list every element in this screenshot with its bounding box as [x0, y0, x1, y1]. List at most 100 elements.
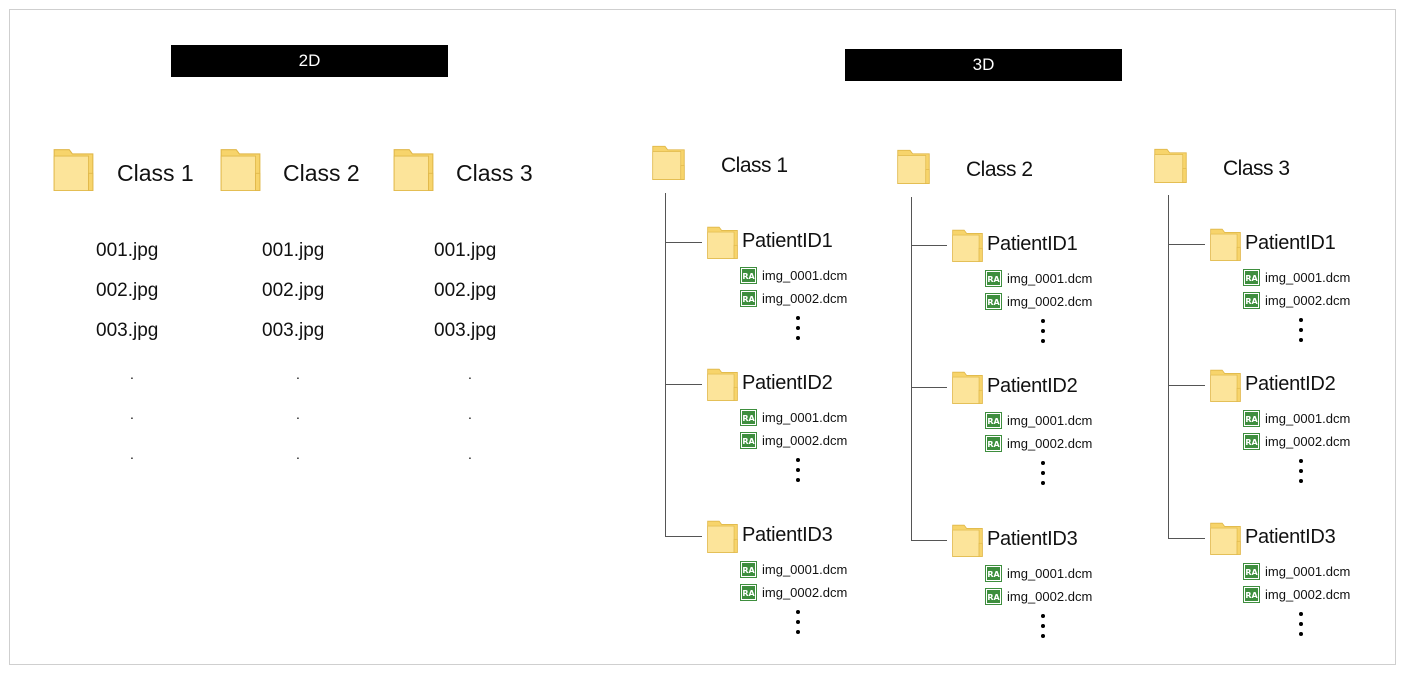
dicom-file-icon: RA: [740, 409, 757, 426]
tree-branch: [1168, 385, 1205, 386]
folder-icon[interactable]: [52, 144, 95, 194]
dicom-file-icon: RA: [1243, 269, 1260, 286]
folder-icon[interactable]: [1209, 365, 1242, 405]
svg-text:RA: RA: [1245, 274, 1258, 283]
dicom-file-name: img_0002.dcm: [1265, 434, 1351, 449]
folder-icon[interactable]: [392, 144, 435, 194]
dicom-file-icon: RA: [740, 584, 757, 601]
folder-icon[interactable]: [219, 144, 262, 194]
dicom-file-name: img_0001.dcm: [762, 268, 848, 283]
class-label: Class 1: [721, 154, 788, 177]
tree-branch: [665, 384, 702, 385]
file-name[interactable]: 003.jpg: [96, 320, 159, 341]
patient-label: PatientID2: [1245, 373, 1336, 395]
dicom-file-name: img_0001.dcm: [762, 562, 848, 577]
header-2d: 2D: [171, 45, 448, 77]
tree-branch: [665, 242, 702, 243]
patient-label: PatientID2: [987, 375, 1078, 397]
file-name[interactable]: 002.jpg: [96, 280, 159, 301]
dicom-file-name: img_0002.dcm: [762, 585, 848, 600]
svg-text:RA: RA: [742, 566, 755, 575]
header-3d: 3D: [845, 49, 1122, 81]
svg-text:RA: RA: [1245, 415, 1258, 424]
folder-icon[interactable]: [706, 516, 739, 556]
tree-branch: [665, 536, 702, 537]
folder-icon[interactable]: [1209, 518, 1242, 558]
dicom-file-icon: RA: [985, 588, 1002, 605]
dicom-file-icon: RA: [985, 270, 1002, 287]
dicom-file-icon: RA: [985, 565, 1002, 582]
dicom-file-icon: RA: [985, 435, 1002, 452]
folder-icon[interactable]: [951, 367, 984, 407]
svg-text:RA: RA: [1245, 568, 1258, 577]
folder-icon[interactable]: [651, 141, 686, 183]
dicom-file-icon: RA: [1243, 410, 1260, 427]
vertical-ellipsis: [796, 610, 800, 640]
dicom-file-name: img_0001.dcm: [1265, 270, 1351, 285]
svg-text:RA: RA: [987, 298, 1000, 307]
dicom-file-icon: RA: [985, 293, 1002, 310]
ellipsis-dot: .: [130, 446, 134, 462]
patient-label: PatientID3: [742, 524, 833, 546]
dicom-file-icon: RA: [1243, 433, 1260, 450]
patient-label: PatientID1: [987, 233, 1078, 255]
patient-label: PatientID3: [1245, 526, 1336, 548]
dicom-file-icon: RA: [1243, 563, 1260, 580]
dicom-file-name: img_0001.dcm: [1265, 564, 1351, 579]
dicom-file-name: img_0001.dcm: [762, 410, 848, 425]
dicom-file-name: img_0001.dcm: [1265, 411, 1351, 426]
dicom-file-icon: RA: [740, 432, 757, 449]
dicom-file-icon: RA: [740, 561, 757, 578]
vertical-ellipsis: [1041, 461, 1045, 491]
folder-icon[interactable]: [896, 145, 931, 187]
dicom-file-name: img_0002.dcm: [762, 433, 848, 448]
dicom-file-name: img_0001.dcm: [1007, 271, 1093, 286]
svg-text:RA: RA: [1245, 591, 1258, 600]
file-name[interactable]: 002.jpg: [262, 280, 325, 301]
ellipsis-dot: .: [468, 406, 472, 422]
dicom-file-icon: RA: [1243, 586, 1260, 603]
ellipsis-dot: .: [468, 446, 472, 462]
svg-text:RA: RA: [987, 275, 1000, 284]
file-name[interactable]: 003.jpg: [262, 320, 325, 341]
ellipsis-dot: .: [296, 446, 300, 462]
class-label: Class 3: [456, 160, 533, 186]
file-name[interactable]: 001.jpg: [434, 240, 497, 261]
patient-label: PatientID1: [742, 230, 833, 252]
class-label: Class 1: [117, 160, 194, 186]
folder-icon[interactable]: [951, 225, 984, 265]
ellipsis-dot: .: [468, 366, 472, 382]
tree-connector: [911, 197, 912, 540]
dicom-file-name: img_0002.dcm: [1007, 294, 1093, 309]
file-name[interactable]: 001.jpg: [262, 240, 325, 261]
folder-icon[interactable]: [951, 520, 984, 560]
file-name[interactable]: 002.jpg: [434, 280, 497, 301]
folder-icon[interactable]: [706, 364, 739, 404]
file-name[interactable]: 001.jpg: [96, 240, 159, 261]
svg-text:RA: RA: [987, 570, 1000, 579]
dicom-file-icon: RA: [985, 412, 1002, 429]
svg-text:RA: RA: [1245, 438, 1258, 447]
patient-label: PatientID1: [1245, 232, 1336, 254]
tree-branch: [911, 245, 947, 246]
folder-icon[interactable]: [1209, 224, 1242, 264]
dicom-file-icon: RA: [740, 290, 757, 307]
dicom-file-icon: RA: [740, 267, 757, 284]
class-label: Class 2: [966, 158, 1033, 181]
svg-text:RA: RA: [742, 272, 755, 281]
vertical-ellipsis: [1041, 319, 1045, 349]
vertical-ellipsis: [796, 458, 800, 488]
file-name[interactable]: 003.jpg: [434, 320, 497, 341]
folder-icon[interactable]: [1153, 144, 1188, 186]
tree-branch: [1168, 244, 1205, 245]
ellipsis-dot: .: [296, 406, 300, 422]
patient-label: PatientID3: [987, 528, 1078, 550]
folder-icon[interactable]: [706, 222, 739, 262]
svg-text:RA: RA: [987, 440, 1000, 449]
dicom-file-name: img_0002.dcm: [1007, 436, 1093, 451]
dicom-file-name: img_0001.dcm: [1007, 413, 1093, 428]
dicom-file-name: img_0002.dcm: [762, 291, 848, 306]
dicom-file-name: img_0002.dcm: [1007, 589, 1093, 604]
dicom-file-name: img_0002.dcm: [1265, 587, 1351, 602]
svg-text:RA: RA: [742, 295, 755, 304]
